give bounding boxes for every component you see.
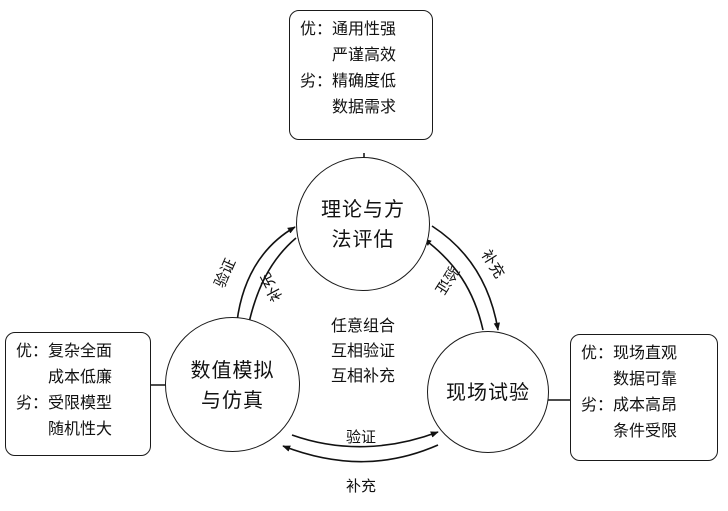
field-info-box: 优： 现场直观 数据可靠 劣： 成本高昂 条件受限	[570, 334, 718, 461]
edge-bottom-inner-verify	[291, 431, 439, 448]
sim-con-1: 受限模型	[48, 393, 113, 412]
theory-info-box: 优： 通用性强 严谨高效 劣： 精确度低 数据需求	[289, 10, 433, 140]
field-node-label: 现场试验	[446, 380, 530, 404]
pros-label: 优：	[580, 343, 613, 362]
theory-pro-2: 严谨高效	[332, 45, 397, 64]
edge-label-bottom-outer: 补充	[346, 477, 377, 495]
sim-pro-2: 成本低廉	[48, 367, 113, 386]
sim-pro-1: 复杂全面	[48, 341, 113, 360]
edge-bottom-outer-supplement	[282, 444, 439, 463]
theory-con-1: 精确度低	[332, 71, 397, 90]
theory-cons-row: 劣： 精确度低	[290, 68, 432, 94]
theory-pro-1: 通用性强	[332, 19, 397, 38]
pros-label: 优：	[15, 341, 48, 360]
field-node: 现场试验	[427, 331, 549, 453]
edge-left-outer-verify	[235, 226, 296, 332]
cons-label: 劣：	[299, 71, 332, 90]
field-con-1: 成本高昂	[613, 395, 678, 414]
pros-label: 优：	[299, 19, 332, 38]
theory-con-2: 数据需求	[332, 97, 397, 116]
sim-con-2: 随机性大	[48, 419, 113, 438]
edge-right-outer-supplement	[431, 225, 500, 331]
theory-pros-row: 优： 通用性强	[290, 16, 432, 42]
sim-node-line-2: 与仿真	[201, 387, 264, 412]
field-con-2: 条件受限	[613, 421, 678, 440]
sim-node-line-1: 数值模拟	[190, 357, 275, 382]
center-line-2: 互相验证	[330, 341, 395, 360]
center-line-1: 任意组合	[330, 316, 395, 335]
theory-node-line-1: 理论与方	[321, 197, 405, 221]
sim-info-box: 优： 复杂全面 成本低廉 劣： 受限模型 随机性大	[5, 332, 151, 456]
theory-node: 理论与方 法评估	[296, 157, 430, 291]
field-pro-2: 数据可靠	[613, 369, 678, 388]
center-text: 任意组合 互相验证 互相补充	[318, 313, 408, 388]
cons-label: 劣：	[15, 393, 48, 412]
edge-label-bottom-inner: 验证	[346, 428, 377, 446]
theory-node-line-2: 法评估	[331, 227, 395, 251]
center-line-3: 互相补充	[330, 366, 395, 385]
cons-label: 劣：	[580, 395, 613, 414]
edge-left-inner-supplement	[246, 237, 297, 328]
field-pro-1: 现场直观	[613, 343, 678, 362]
sim-node: 数值模拟 与仿真	[165, 317, 300, 452]
edge-right-inner-verify	[423, 238, 484, 331]
